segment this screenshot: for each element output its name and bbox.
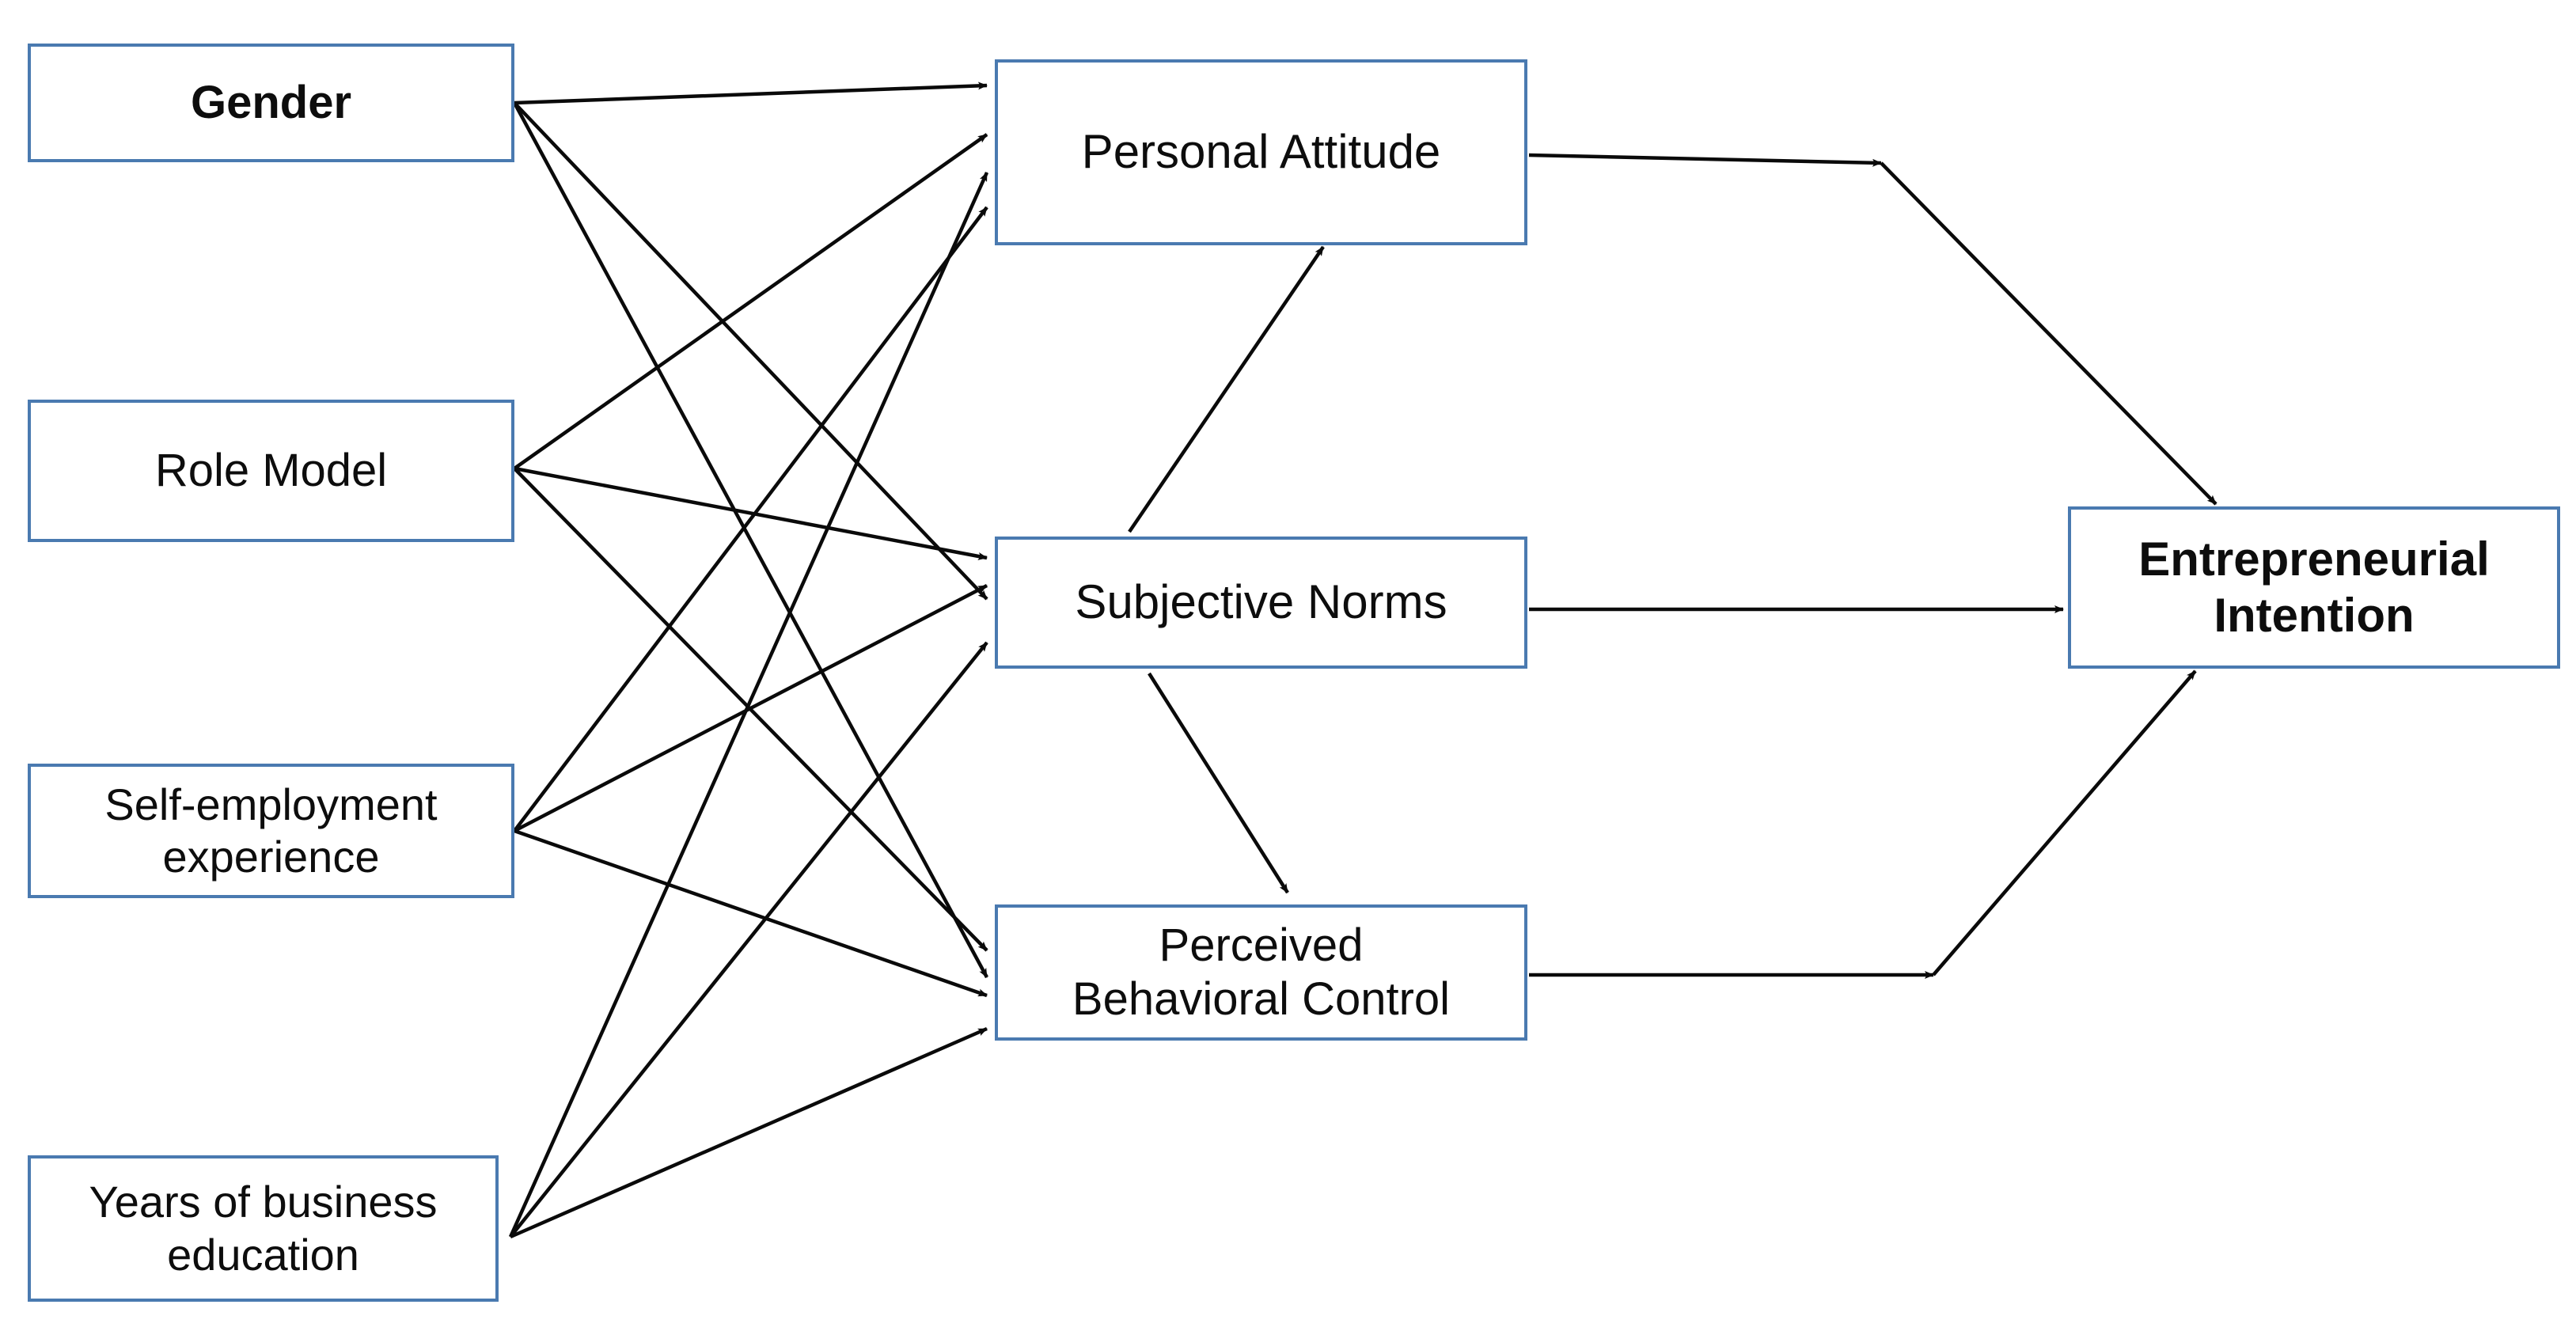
node-role-model-label: Role Model (154, 444, 388, 496)
node-gender[interactable]: Gender (28, 44, 514, 162)
edge-gender-personal-attitude (514, 82, 988, 105)
edge-self-employment-subjective-norms (513, 584, 988, 832)
edge-perceived-control-entrepreneurial-intention (1932, 669, 2197, 976)
edge-personal-attitude-bend (1528, 153, 1882, 167)
node-entrepreneurial-intention[interactable]: Entrepreneurial Intention (2068, 506, 2560, 669)
node-subjective-norms[interactable]: Subjective Norms (995, 537, 1527, 669)
node-years-of-business-education[interactable]: Years of business education (28, 1155, 499, 1302)
node-self-employment-experience-label: Self-employment experience (104, 779, 438, 882)
edge-subjective-norms-personal-attitude (1128, 245, 1325, 533)
node-personal-attitude-label: Personal Attitude (1081, 125, 1441, 179)
edge-subjective-norms-perceived-control (1148, 672, 1289, 894)
edge-self-employment-personal-attitude (513, 206, 988, 832)
node-gender-label: Gender (190, 76, 352, 128)
edge-role-model-personal-attitude (513, 133, 988, 470)
edge-years-education-perceived-control (510, 1026, 988, 1239)
node-entrepreneurial-intention-label: Entrepreneurial Intention (2138, 532, 2490, 642)
node-subjective-norms-label: Subjective Norms (1075, 575, 1447, 629)
edge-self-employment-perceived-control (514, 829, 988, 998)
node-personal-attitude[interactable]: Personal Attitude (995, 59, 1527, 245)
node-perceived-behavioral-control[interactable]: Perceived Behavioral Control (995, 904, 1527, 1041)
edge-years-education-personal-attitude (508, 172, 989, 1238)
node-years-of-business-education-label: Years of business education (89, 1177, 438, 1280)
edge-gender-perceived-control (513, 101, 988, 979)
node-perceived-behavioral-control-label: Perceived Behavioral Control (1072, 919, 1451, 1025)
node-self-employment-experience[interactable]: Self-employment experience (28, 764, 514, 898)
edge-personal-attitude-entrepreneurial-intention (1880, 161, 2217, 506)
node-role-model[interactable]: Role Model (28, 400, 514, 542)
edge-role-model-subjective-norms (514, 466, 988, 560)
edge-years-education-subjective-norms (509, 641, 988, 1238)
edge-gender-subjective-norms (513, 101, 988, 601)
